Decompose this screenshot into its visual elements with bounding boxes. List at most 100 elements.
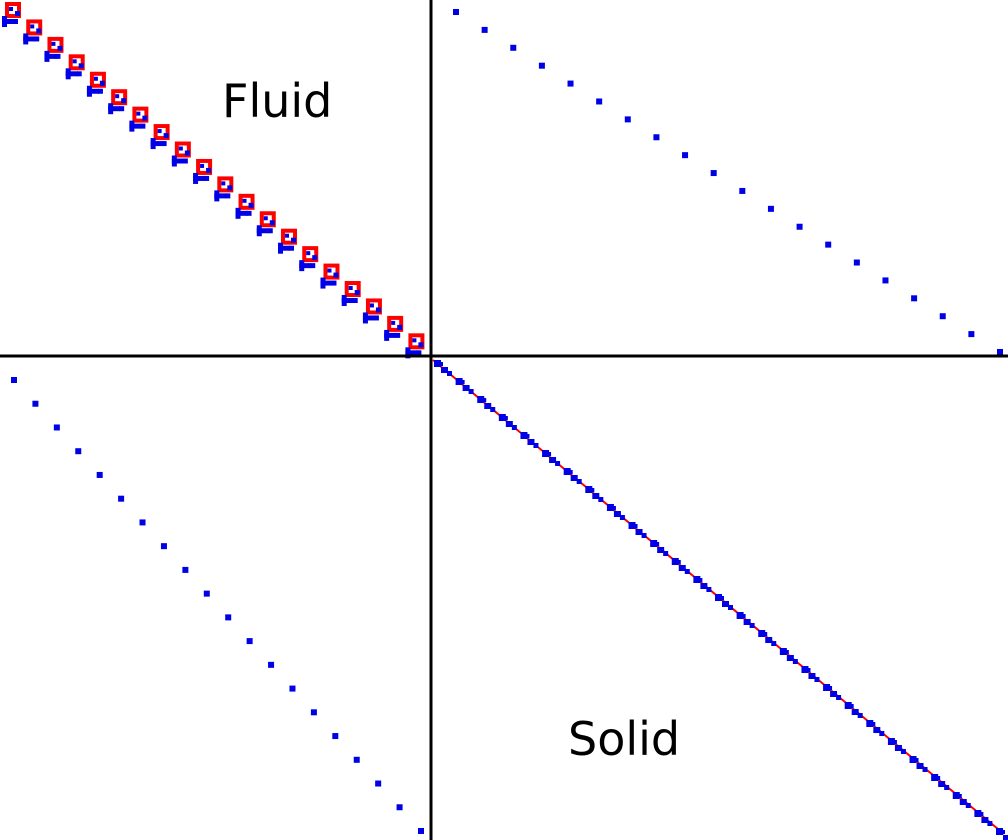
solid-block-blue-entry	[974, 810, 982, 817]
solid-block-blue-entry	[849, 704, 854, 708]
fluid-block-blue-entry	[51, 41, 56, 46]
fluid-block-blue-entry	[320, 280, 333, 286]
solid-block-blue-entry	[482, 398, 487, 402]
fluid-block-blue-entry	[30, 24, 35, 29]
fluid-block-blue-entry	[327, 268, 332, 273]
fluid-block-blue-entry	[405, 350, 418, 356]
fluid-block-blue-entry	[412, 338, 417, 343]
fluid-block-blue-entry	[416, 350, 422, 356]
solid-block-blue-entry	[938, 781, 946, 787]
coupling-entry	[596, 98, 603, 105]
coupling-entry	[396, 804, 403, 811]
fluid-block-blue-entry	[242, 198, 247, 203]
coupling-entry	[968, 331, 975, 338]
solid-block-blue-entry	[462, 385, 470, 391]
fluid-block-blue-entry	[13, 19, 18, 24]
solid-block-blue-entry	[979, 812, 984, 816]
solid-block-blue-entry	[613, 511, 621, 517]
coupling-entry	[32, 400, 39, 407]
solid-block-blue-entry	[830, 691, 838, 697]
fluid-block-blue-entry	[306, 251, 311, 256]
fluid-block-blue-entry	[397, 324, 403, 330]
solid-block-blue-entry	[641, 533, 647, 538]
fluid-block-blue-entry	[2, 19, 14, 24]
fluid-block-blue-entry	[227, 185, 233, 191]
coupling-entry	[624, 116, 631, 123]
solid-block-blue-entry	[758, 630, 766, 637]
solid-block-blue-entry	[533, 443, 539, 448]
solid-block-blue-entry	[585, 486, 593, 493]
solid-block-blue-entry	[981, 817, 989, 823]
solid-block-blue-entry	[498, 414, 506, 421]
fluid-block-blue-entry	[299, 263, 312, 269]
fluid-block-blue-entry	[256, 228, 269, 234]
solid-block-blue-entry	[806, 668, 811, 672]
fluid-block-blue-entry	[142, 115, 148, 121]
fluid-block-blue-entry	[200, 163, 205, 168]
coupling-entry	[53, 424, 60, 431]
solid-block-blue-entry	[952, 792, 960, 799]
fluid-block-blue-entry	[119, 106, 125, 112]
fluid-block-blue-entry	[348, 286, 353, 291]
solid-block-blue-entry	[663, 551, 669, 556]
solid-block-blue-entry	[814, 677, 820, 682]
solid-block-blue-entry	[916, 763, 924, 769]
solid-block-blue-entry	[892, 740, 897, 744]
solid-block-blue-entry	[715, 594, 722, 601]
fluid-block-blue-entry	[171, 158, 184, 164]
coupling-entry	[225, 614, 232, 621]
solid-block-blue-entry	[784, 650, 789, 654]
fluid-block-blue-entry	[341, 298, 354, 304]
fluid-block-blue-entry	[184, 150, 190, 156]
coupling-entry	[118, 495, 125, 502]
fluid-block-blue-entry	[182, 158, 188, 164]
solid-block-blue-entry	[568, 470, 573, 474]
fluid-block-blue-entry	[178, 146, 183, 151]
solid-block-blue-entry	[1001, 830, 1005, 834]
fluid-block-blue-entry	[193, 175, 206, 181]
coupling-entry	[310, 709, 317, 716]
solid-block-blue-entry	[996, 828, 1003, 835]
solid-block-blue-entry	[439, 362, 443, 366]
coupling-entry	[353, 756, 360, 763]
solid-block-blue-entry	[944, 785, 950, 790]
fluid-block-blue-entry	[163, 133, 169, 139]
solid-block-blue-entry	[771, 641, 777, 646]
solid-block-blue-entry	[628, 522, 636, 529]
solid-block-blue-entry	[801, 666, 809, 673]
fluid-block-blue-entry	[57, 45, 63, 51]
solid-block-blue-entry	[619, 515, 625, 520]
fluid-block-blue-entry	[76, 71, 82, 77]
solid-block-blue-entry	[959, 799, 967, 805]
coupling-entry	[567, 80, 574, 87]
solid-block-blue-entry	[503, 416, 508, 420]
coupling-entry	[11, 377, 17, 383]
coupling-entry	[997, 349, 1003, 355]
solid-block-blue-entry	[957, 794, 962, 798]
solid-block-blue-entry	[434, 360, 441, 367]
fluid-block-blue-entry	[352, 298, 358, 304]
coupling-entry	[882, 277, 889, 284]
solid-block-blue-entry	[866, 720, 874, 727]
solid-block-blue-entry	[965, 803, 971, 808]
fluid-block-blue-entry	[65, 71, 78, 77]
fluid-block-blue-entry	[354, 290, 360, 296]
solid-block-blue-entry	[520, 432, 528, 439]
fluid-block-blue-entry	[246, 210, 252, 216]
solid-block-blue-entry	[736, 612, 744, 619]
solid-block-blue-entry	[590, 488, 595, 492]
fluid-block-blue-entry	[140, 123, 146, 129]
fluid-block-blue-entry	[44, 53, 57, 59]
solid-block-blue-entry	[879, 731, 885, 736]
solid-block-blue-entry	[527, 439, 535, 445]
fluid-block-blue-entry	[362, 315, 375, 321]
solid-block-blue-entry	[894, 745, 902, 751]
coupling-entry	[268, 661, 275, 668]
coupling-entry	[75, 448, 82, 455]
solid-block-blue-entry	[447, 371, 452, 376]
solid-block-blue-entry	[836, 695, 842, 700]
solid-block-blue-entry	[887, 738, 895, 745]
fluid-block-blue-entry	[204, 175, 210, 181]
fluid-block-blue-entry	[214, 193, 227, 199]
